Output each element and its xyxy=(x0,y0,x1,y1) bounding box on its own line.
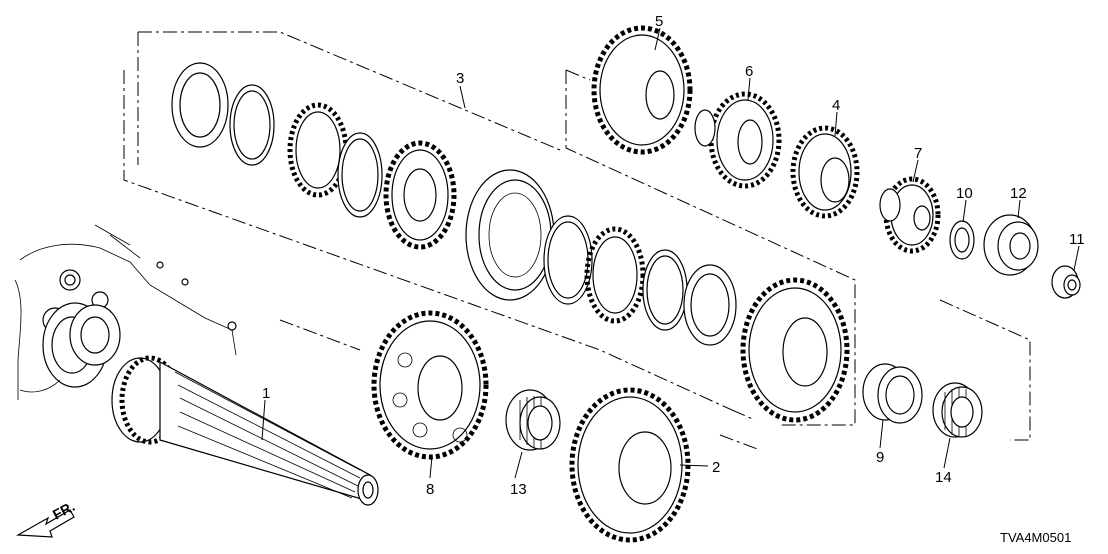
part-13-needle-bearing xyxy=(505,389,561,451)
assembly-bracket-right xyxy=(279,69,1031,451)
gear-large-right xyxy=(740,277,850,423)
part-11-nut xyxy=(1051,265,1081,299)
part-4-gear xyxy=(790,125,860,219)
callout-8: 8 xyxy=(426,481,434,498)
part-7-gear xyxy=(879,176,941,254)
callout-9: 9 xyxy=(876,449,884,466)
callout-5: 5 xyxy=(655,13,663,30)
callout-3: 3 xyxy=(456,70,464,87)
callout-12: 12 xyxy=(1010,185,1027,202)
callout-labels: 1 2 3 4 5 6 7 8 9 10 11 12 13 14 xyxy=(262,13,1085,498)
diagram-code: TVA4M0501 xyxy=(1000,530,1071,545)
part-2-gear xyxy=(569,387,691,543)
part-1-mainshaft xyxy=(111,355,379,506)
transmission-housing xyxy=(14,224,237,400)
part-9-collar xyxy=(862,363,923,424)
assembly-bracket-3 xyxy=(123,31,756,421)
part-3-synchro-assembly xyxy=(171,62,737,346)
callout-7: 7 xyxy=(914,145,922,162)
callout-2: 2 xyxy=(712,459,720,476)
callout-6: 6 xyxy=(745,63,753,80)
callout-13: 13 xyxy=(510,481,527,498)
part-8-gear xyxy=(371,310,489,460)
part-5-gear xyxy=(591,25,693,155)
part-6-gear xyxy=(694,91,782,189)
front-direction-arrow xyxy=(15,509,75,538)
part-12-bearing xyxy=(983,214,1039,276)
part-10-washer xyxy=(949,220,975,260)
callout-4: 4 xyxy=(832,97,840,114)
callout-14: 14 xyxy=(935,469,952,486)
callout-11: 11 xyxy=(1069,231,1085,248)
part-14-needle-bearing xyxy=(932,382,983,438)
leader-lines xyxy=(261,27,1080,479)
callout-10: 10 xyxy=(956,185,973,202)
callout-1: 1 xyxy=(262,385,270,402)
